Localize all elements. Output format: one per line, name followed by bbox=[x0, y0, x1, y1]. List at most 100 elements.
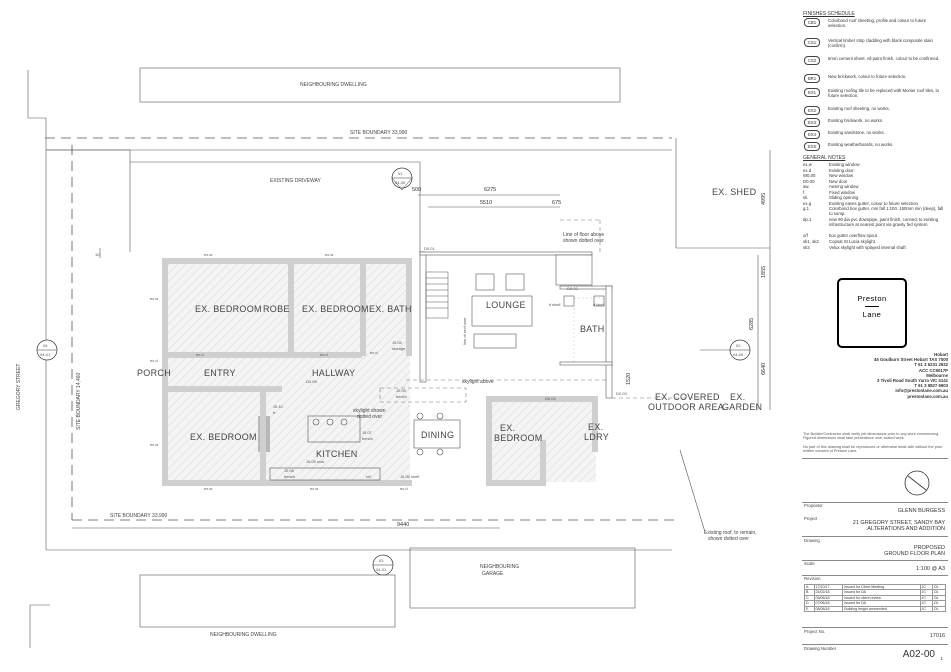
room-bedroom-4-l2: BEDROOM bbox=[494, 433, 543, 443]
proprietor-value: GLENN BURGESS bbox=[897, 508, 945, 514]
room-bedroom-3: EX. BEDROOM bbox=[190, 432, 257, 442]
finish-code: BR1 bbox=[804, 74, 820, 83]
finish-code: CS1 bbox=[804, 38, 820, 47]
finish-text: New brickwork, colour to future selectio… bbox=[828, 74, 907, 79]
house-plan: EX. BEDROOM ROBE EX. BEDROOM EX. BATH LO… bbox=[137, 219, 762, 491]
revision-label: Revision bbox=[804, 576, 821, 581]
callout-03-ref: 04-01 bbox=[376, 567, 387, 572]
general-note-code: o/f bbox=[803, 233, 808, 238]
scale-value: 1:100 @ A3 bbox=[916, 566, 945, 572]
general-note-text: new 90 dia pvc downpipe, paint finish, c… bbox=[829, 217, 939, 228]
general-note-code: ex.g bbox=[803, 200, 812, 206]
note-floor-above-2: shown dotted over bbox=[563, 238, 604, 244]
note-existing-roof-1: Existing roof, to remain, bbox=[704, 530, 757, 536]
callout-03-num: 03 bbox=[379, 558, 384, 563]
disclaimer: The Builder/Contractor shall verify job … bbox=[803, 432, 948, 454]
dim-500: 500 bbox=[412, 187, 421, 193]
general-note-code: dp.1 bbox=[803, 217, 812, 222]
site-boundary-left-label: SITE BOUNDARY 14,460 bbox=[76, 372, 82, 430]
tag-ew-1: ex.w bbox=[204, 252, 212, 257]
street-area: GREGORY STREET SITE BOUNDARY 14,460 10 bbox=[16, 118, 672, 551]
tag-ed-4: ex.d bbox=[400, 486, 408, 491]
room-robe: ROBE bbox=[263, 304, 290, 314]
street-label: GREGORY STREET bbox=[16, 364, 22, 411]
general-note-code: g.1 bbox=[803, 206, 809, 211]
callout-03: 03 04-01 bbox=[372, 554, 394, 576]
neighbour-top: NEIGHBOURING DWELLING SITE BOUNDARY 33,9… bbox=[27, 67, 672, 139]
disclaimer-2: No part of this drawing shall be reprodu… bbox=[803, 444, 943, 454]
tag-ew-6: ex.w bbox=[310, 486, 318, 491]
room-dining: DINING bbox=[421, 430, 454, 440]
neighbour-bottom: SITE BOUNDARY 33,990 9440 NEIGHBOURING G… bbox=[29, 449, 757, 648]
address-line: ACC CC6017P bbox=[918, 367, 948, 373]
neighbour-garage-1: NEIGHBOURING bbox=[480, 564, 519, 570]
logo-top: Preston bbox=[857, 294, 887, 303]
room-bedroom-1: EX. BEDROOM bbox=[195, 304, 262, 314]
finish-text: 6mm cement sheet. All paint finish, colo… bbox=[828, 56, 940, 61]
dim-1520: 1520 bbox=[626, 373, 632, 385]
general-note-text: Sliding opening bbox=[829, 195, 859, 200]
address-line: T 61 3 9827 6903 bbox=[914, 383, 948, 389]
scale-label: Scale bbox=[804, 561, 815, 566]
drawing-no-label: Drawing Number bbox=[804, 646, 837, 651]
note-skylight-shown-2: dotted over bbox=[357, 414, 382, 420]
room-ldry-l1: EX. bbox=[588, 422, 603, 432]
room-lounge: LOUNGE bbox=[486, 300, 526, 310]
callout-01-num: 01 bbox=[398, 171, 403, 176]
tag-ew-3: ex.w bbox=[150, 296, 158, 301]
general-note-text: Colorbond box gutter, min fall 1:100. 15… bbox=[829, 206, 944, 217]
revision-cell: 08/08/18 bbox=[813, 605, 844, 613]
drawing-no-value: A02-00 bbox=[902, 649, 935, 660]
finish-text: Colorbond roof sheeting, profile and col… bbox=[828, 18, 927, 29]
stairs bbox=[425, 271, 449, 319]
dim-6640: 6640 bbox=[761, 363, 767, 375]
callout-04-ref: 04-01 bbox=[40, 352, 51, 357]
finish-code: CS2 bbox=[804, 56, 820, 65]
tag-j07-a: J0.07 bbox=[362, 430, 373, 435]
callout-04: 04 04-01 bbox=[36, 339, 58, 361]
dim-6275: 6275 bbox=[484, 187, 496, 193]
room-porch: PORCH bbox=[137, 368, 171, 378]
callout-02-num: 02 bbox=[736, 343, 741, 348]
finish-text: Existing roof sheeting, no works. bbox=[828, 106, 890, 111]
general-note-code: W0.00 bbox=[803, 173, 816, 178]
tag-j05-b: bench bbox=[396, 394, 407, 399]
general-note-text: Existing door bbox=[829, 167, 854, 173]
address-line: 3 Tivoli Road South Yarra VIC 3141 bbox=[876, 378, 948, 384]
site-boundary-top-label: SITE BOUNDARY 33,990 bbox=[350, 130, 408, 136]
finish-text: Existing weatherboards, no works. bbox=[828, 142, 894, 147]
ex-shed-label: EX. SHED bbox=[712, 187, 757, 197]
tag-j07-b: bench bbox=[362, 436, 373, 441]
general-note-code: sk1, sk2 bbox=[803, 239, 819, 244]
general-note-text: Fixed window bbox=[829, 189, 856, 195]
general-note-code: ex.d bbox=[803, 167, 812, 173]
tag-ed-3: ex.d bbox=[150, 358, 158, 363]
project-value-2: ALTERATIONS AND ADDITION bbox=[867, 526, 945, 532]
note-existing-roof-2: shown dotted over bbox=[708, 536, 749, 542]
general-note-text: New window bbox=[829, 173, 854, 178]
general-note-text: Copsat St Lucia skylight. bbox=[829, 239, 877, 244]
dim-1855: 1855 bbox=[761, 266, 767, 278]
room-bath-2: BATH bbox=[580, 324, 605, 334]
revision-cell: JC bbox=[919, 605, 934, 613]
drawing-label: Drawing bbox=[804, 538, 820, 543]
driveway-label: EXISTING DRIVEWAY bbox=[270, 178, 322, 184]
proprietor-label: Proprietor bbox=[804, 503, 823, 508]
drawing-value-2: GROUND FLOOR PLAN bbox=[884, 551, 945, 557]
note-skylight-shown-1: skylight shown bbox=[353, 408, 386, 414]
dim-5510: 5510 bbox=[480, 200, 492, 206]
room-bath-1: EX. BATH bbox=[369, 304, 412, 314]
neighbour-garage-2: GARAGE bbox=[482, 571, 504, 577]
tag-d01: D0.01 bbox=[424, 246, 435, 251]
tag-j06: J0.06 shelf bbox=[400, 474, 420, 479]
logo-bottom: Lane bbox=[862, 310, 882, 319]
general-note-text: Existing window bbox=[829, 162, 860, 167]
room-bedroom-4-l1: EX. bbox=[500, 423, 515, 433]
finish-code: EX5 bbox=[804, 142, 820, 151]
tag-j05-a: J0.05 bbox=[396, 388, 407, 393]
